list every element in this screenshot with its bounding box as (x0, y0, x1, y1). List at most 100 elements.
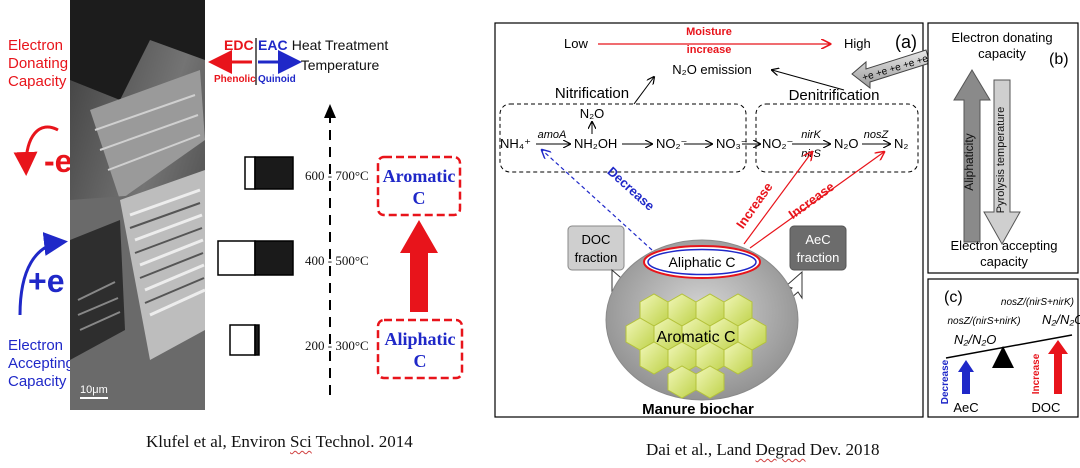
species-n2o: N₂O (834, 136, 859, 151)
aromatic-c-line-2: C (413, 188, 426, 208)
panel-b-eac-line-1: Electron accepting (951, 238, 1058, 253)
eac-side-label: Electron Accepting Capacity (8, 337, 74, 390)
moisture-line-2: increase (687, 44, 732, 56)
moisture-high: High (844, 36, 871, 51)
eac-label: EAC (258, 37, 288, 53)
denitrification-to-emission (772, 70, 845, 91)
balance-fulcrum (992, 346, 1014, 368)
temp-200-300: 200 - 300°C (305, 338, 369, 353)
nitrification-box (499, 103, 747, 173)
edc-side-line-3: Capacity (8, 73, 67, 90)
phenolic-label: Phenolic (214, 74, 256, 85)
panel-c-increase-label: Increase (1031, 353, 1042, 394)
species-no2-b: NO₂⁻ (762, 136, 793, 151)
denitrification-title: Denitrification (789, 87, 880, 104)
sem-micrograph: 10μm (70, 0, 206, 410)
manure-biochar-label: Manure biochar (642, 401, 754, 418)
edc-side-line-2: Donating (8, 55, 68, 72)
species-no3: NO₃⁻ (716, 136, 748, 151)
pyrolysis-arrow (983, 79, 1021, 246)
bar-200-eac (254, 324, 260, 356)
eac-side-line-2: Accepting (8, 355, 74, 372)
aliphaticity-arrow (953, 69, 991, 243)
caption-left: Klufel et al, Environ Sci Technol. 2014 (146, 432, 413, 452)
aliphaticity-label: Aliphaticity (962, 133, 976, 190)
right-figure-svg: (a) Low Moisture increase High N₂O emiss… (494, 22, 1080, 418)
aliphatic-c-label: Aliphatic C (669, 254, 736, 270)
denitrification-box (755, 103, 919, 173)
aliphatic-c-line-1: Aliphatic (384, 329, 455, 349)
panel-c-n2-left: N₂/N₂O (954, 332, 996, 347)
minus-e-arrow (13, 125, 59, 176)
caption-left-suffix: Technol. 2014 (311, 432, 413, 451)
panel-c-doc: DOC (1032, 400, 1061, 415)
edc-side-line-1: Electron (8, 37, 63, 54)
temp-600-700: 600 - 700°C (305, 168, 369, 183)
temp-400-500: 400 - 500°C (305, 253, 369, 268)
minus-e-label: -e (44, 143, 72, 179)
increase-arrow-2 (749, 152, 884, 249)
aec-fraction-line-1: AeC (805, 232, 830, 247)
gene-nosz: nosZ (864, 129, 890, 141)
bar-200-edc (229, 324, 256, 356)
panel-c-n2-right: N₂/N₂O (1042, 312, 1080, 327)
decrease-arrow (542, 150, 653, 251)
aec-fraction-line-2: fraction (797, 250, 840, 265)
species-n2o-top: N₂O (580, 106, 605, 121)
increase-arrow-1 (743, 152, 812, 245)
edc-eac-bars (217, 156, 294, 356)
temperature-axis-arrowhead (324, 104, 336, 118)
aromatic-c-box (376, 155, 462, 217)
doc-fraction-box (567, 225, 625, 271)
heat-title-line-2: Temperature (301, 57, 380, 73)
eac-side-line-3: Capacity (8, 373, 67, 390)
panel-c-label: (c) (944, 289, 963, 306)
caption-right-prefix: Dai et al., Land (646, 440, 756, 459)
panel-c-ratio-top: nosZ/(nirS+nirK) (1001, 297, 1074, 308)
scale-bar-label: 10μm (80, 384, 108, 396)
panel-b-edc-line-2: capacity (978, 46, 1026, 61)
panel-c-ratio-left: nosZ/(nirS+nirK) (947, 316, 1020, 327)
pyrolysis-label: Pyrolysis temperature (995, 107, 1007, 213)
nitrification-title: Nitrification (555, 85, 629, 102)
aec-fraction-box (789, 225, 847, 271)
balance-beam (945, 334, 1073, 359)
caption-right-suffix: Dev. 2018 (805, 440, 880, 459)
plus-e-label: +e (28, 263, 64, 299)
panel-c-decrease-arrow (958, 360, 974, 394)
aliphatic-c-line-2: C (414, 351, 427, 371)
bar-400-edc (217, 240, 256, 276)
panel-c-increase-arrow (1048, 340, 1068, 394)
caption-left-underlined: Sci (290, 432, 312, 451)
panel-b-eac-line-2: capacity (980, 254, 1028, 269)
caption-left-prefix: Klufel et al, Environ (146, 432, 290, 451)
left-figure-svg: Electron Donating Capacity -e - +e - Ele… (8, 0, 464, 410)
gene-nirk: nirK (801, 129, 821, 141)
bar-400-eac (254, 240, 294, 276)
bar-600-edc (244, 156, 256, 190)
panel-b-edc-line-1: Electron donating (951, 30, 1052, 45)
caption-right-underlined: Degrad (755, 440, 806, 459)
species-n2: N₂ (894, 136, 908, 151)
heat-title-line-1: Heat Treatment (292, 37, 389, 53)
aliphatic-c-ellipse-inner (647, 248, 757, 276)
left-figure: Electron Donating Capacity -e - +e - Ele… (0, 0, 470, 420)
quinoid-label: Quinoid (258, 74, 296, 85)
gene-nirs: nirS (801, 148, 821, 160)
moisture-low: Low (564, 36, 588, 51)
eac-side-line-1: Electron (8, 337, 63, 354)
panel-c-decrease-label: Decrease (940, 359, 951, 404)
species-nh2oh: NH₂OH (574, 136, 617, 151)
doc-fraction-line-1: DOC (582, 232, 611, 247)
gene-amoa: amoA (538, 129, 567, 141)
aromaticity-up-arrow (400, 220, 438, 312)
aromatic-hex-cluster (625, 293, 767, 399)
bar-600-eac (254, 156, 294, 190)
panel-b-label: (b) (1049, 51, 1069, 68)
doc-fraction-line-2: fraction (575, 250, 618, 265)
species-nh4: NH₄⁺ (500, 136, 531, 151)
panel-c-aec: AeC (953, 400, 978, 415)
n2o-emission: N₂O emission (672, 62, 751, 77)
caption-right: Dai et al., Land Degrad Dev. 2018 (646, 440, 880, 460)
nitrification-to-emission (633, 77, 654, 105)
